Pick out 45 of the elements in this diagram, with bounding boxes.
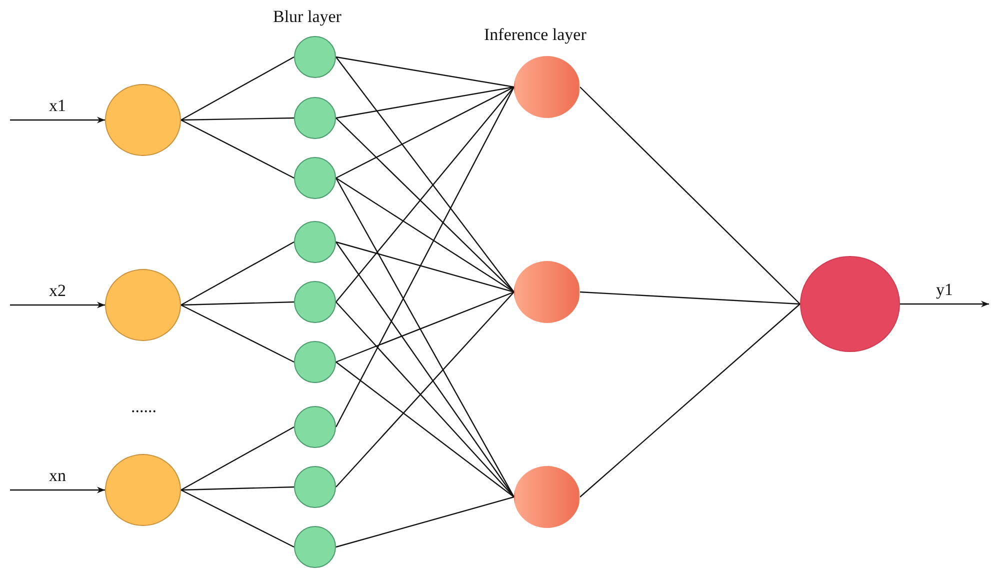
blur-neuron-circle <box>294 221 336 263</box>
blur-neuron-circle <box>294 406 336 448</box>
connection-line <box>180 56 294 121</box>
connection-line <box>180 426 294 491</box>
blur-neuron-circle <box>294 157 336 199</box>
connection-line <box>336 178 514 292</box>
connection-line <box>336 86 514 179</box>
connection-line <box>336 86 514 302</box>
connection-line <box>336 496 514 548</box>
arrow <box>900 300 989 308</box>
connection-line <box>336 86 514 119</box>
arrow <box>10 302 105 308</box>
connection-line <box>180 304 294 363</box>
blur-neuron-circle <box>294 526 336 568</box>
connection-line <box>335 178 515 498</box>
connection-line <box>180 486 294 491</box>
connection-line <box>336 362 514 498</box>
layer-heading: Inference layer <box>484 26 586 43</box>
ellipsis-text: ...... <box>131 398 156 415</box>
arrow <box>10 116 105 124</box>
connection-line <box>336 56 514 88</box>
connection-line <box>336 118 514 292</box>
connection-line <box>180 241 294 306</box>
connection-line <box>336 291 514 363</box>
connection-line <box>180 119 294 179</box>
connection-line <box>180 117 294 121</box>
edge-label: y1 <box>935 281 954 298</box>
connection-line <box>180 489 294 548</box>
connection-line <box>580 304 800 498</box>
connection-line <box>336 242 514 498</box>
arrow <box>10 486 105 494</box>
blur-neuron-circle <box>294 341 336 383</box>
connection-line <box>180 301 294 306</box>
blur-neuron-circle <box>294 36 336 78</box>
connection-line <box>580 86 800 304</box>
connection-line <box>335 86 515 428</box>
blur-neuron-circle <box>294 466 336 508</box>
connection-line <box>336 241 514 293</box>
edge-label: x2 <box>48 282 67 299</box>
edge-label: x1 <box>48 97 67 114</box>
blur-neuron-circle <box>294 97 336 139</box>
blur-neuron-circle <box>294 281 336 323</box>
connection-line <box>336 56 514 292</box>
connection-line <box>580 291 800 305</box>
layer-heading: Blur layer <box>273 8 342 25</box>
